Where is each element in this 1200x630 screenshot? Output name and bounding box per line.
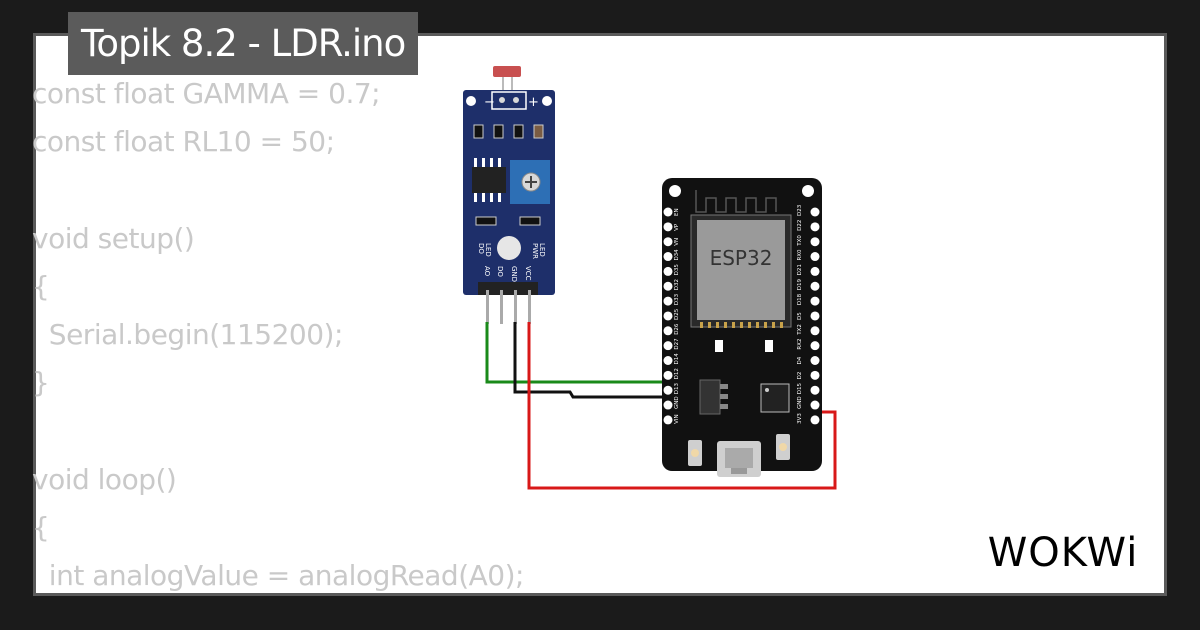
wokwi-logo: WOKWi: [988, 530, 1139, 576]
esp32-pin-d14[interactable]: [663, 356, 673, 365]
esp32-pin-d2[interactable]: [810, 370, 820, 380]
plus-label: +: [528, 95, 539, 110]
esp32-pin-d33[interactable]: [663, 296, 673, 306]
do-led-label-2: LED: [484, 243, 492, 257]
esp32-pin-label: RX0: [797, 249, 803, 261]
esp32-pin-label: D23: [797, 204, 803, 216]
code-line: const float GAMMA = 0.7;: [32, 77, 381, 110]
esp32-chip-label: ESP32: [710, 246, 773, 270]
esp32-pin-d23[interactable]: [810, 207, 820, 217]
esp32-pin-label: D4: [797, 356, 803, 364]
ldr-module[interactable]: − + DO LED PWR LED AO DO: [463, 90, 555, 324]
esp32-pin-label: D34: [674, 249, 680, 261]
code-line: const float RL10 = 50;: [32, 125, 335, 159]
esp32-pin-label: D15: [797, 382, 803, 394]
esp32-pin-label: D25: [674, 308, 680, 320]
esp32-pin-label: D13: [674, 382, 680, 394]
code-line: {: [32, 269, 50, 303]
signal-wire[interactable]: [485, 322, 668, 384]
esp32-pin-d12[interactable]: [663, 370, 673, 380]
esp32-pin-gnd[interactable]: [810, 400, 820, 410]
esp32-pin-label: D22: [797, 220, 803, 231]
project-title: Topik 8.2 - LDR.ino: [68, 12, 419, 75]
esp32-pin-d27[interactable]: [663, 341, 673, 351]
esp32-pin-gnd[interactable]: [663, 400, 673, 410]
esp32-pin-vin[interactable]: [663, 415, 673, 425]
esp32-pin-d5[interactable]: [810, 311, 820, 321]
esp32-pin-rx2[interactable]: [810, 341, 820, 351]
esp32-pin-3v3[interactable]: [810, 415, 820, 425]
esp32-pin-d34[interactable]: [663, 252, 673, 262]
esp32-pin-label: D21: [797, 264, 803, 275]
esp32-pin-label: D35: [674, 264, 680, 276]
esp32-pin-label: D12: [674, 368, 680, 379]
esp32-pin-d18[interactable]: [810, 296, 820, 306]
esp32-pin-d13[interactable]: [663, 385, 673, 395]
do-led-label: DO: [477, 243, 485, 254]
esp32-pin-label: D14: [674, 353, 680, 365]
esp32-pin-d22[interactable]: [810, 222, 820, 232]
code-line: void setup(): [32, 221, 195, 255]
esp32-pin-d19[interactable]: [810, 281, 820, 291]
esp32-pin-label: D32: [674, 279, 680, 290]
esp32-pin-label: GND: [674, 396, 680, 409]
code-preview: const float GAMMA = 0.7; const float RL1…: [32, 70, 524, 600]
brand-name: WOKWi: [988, 530, 1139, 576]
esp32-pin-en[interactable]: [663, 207, 673, 217]
esp32-pin-tx0[interactable]: [810, 237, 820, 247]
esp32-pin-rx0[interactable]: [810, 252, 820, 262]
esp32-pin-label: RX2: [797, 339, 803, 350]
ground-wire[interactable]: [513, 322, 668, 399]
esp32-pin-label: TX0: [797, 235, 803, 247]
code-line: {: [32, 510, 50, 544]
esp32-pin-label: D19: [797, 279, 803, 291]
esp32-pin-label: D2: [797, 372, 803, 380]
minus-label: −: [484, 95, 495, 110]
esp32-pin-d25[interactable]: [663, 311, 673, 321]
code-line: void loop(): [32, 462, 177, 496]
esp32-pin-d26[interactable]: [663, 326, 673, 336]
power-wire[interactable]: [527, 322, 837, 490]
code-line: Serial.begin(115200);: [32, 318, 344, 352]
canvas-frame: [33, 33, 1167, 596]
code-line: int analogValue = analogRead(A0);: [32, 559, 525, 593]
esp32-pin-label: VIN: [674, 414, 680, 424]
esp32-pin-label: TX2: [797, 324, 803, 336]
esp32-pin-label: EN: [674, 208, 680, 216]
pin-label-gnd: GND: [510, 266, 518, 282]
esp32-pin-label: 3V3: [797, 413, 803, 424]
esp32-pin-label: D5: [797, 312, 803, 320]
esp32-pin-vp[interactable]: [663, 222, 673, 232]
esp32-pin-tx2[interactable]: [810, 326, 820, 336]
esp32-pin-d4[interactable]: [810, 356, 820, 365]
esp32-pin-label: D18: [797, 293, 803, 305]
code-line: }: [32, 366, 50, 400]
esp32-pin-d32[interactable]: [663, 281, 673, 291]
pwr-led-label: PWR: [531, 243, 539, 259]
esp32-pin-label: VN: [674, 238, 680, 246]
esp32-pin-label: VP: [674, 223, 680, 231]
pin-label-vcc: VCC: [524, 266, 532, 281]
esp32-pin-d15[interactable]: [810, 385, 820, 395]
esp32-pin-d21[interactable]: [810, 266, 820, 276]
esp32-pin-label: GND: [797, 396, 803, 409]
esp32-pin-label: D33: [674, 293, 680, 305]
esp32-pin-label: D26: [674, 323, 680, 335]
esp32-pin-vn[interactable]: [663, 237, 673, 247]
esp32-board[interactable]: ESP32 ENVPVND34D35D32D33D25D26D27D14D12D…: [662, 178, 822, 477]
esp32-pin-label: D27: [674, 338, 680, 350]
pin-label-ao: AO: [483, 266, 491, 277]
pin-label-do: DO: [496, 266, 504, 277]
pwr-led-label-2: LED: [538, 243, 546, 257]
esp32-pin-d35[interactable]: [663, 266, 673, 276]
